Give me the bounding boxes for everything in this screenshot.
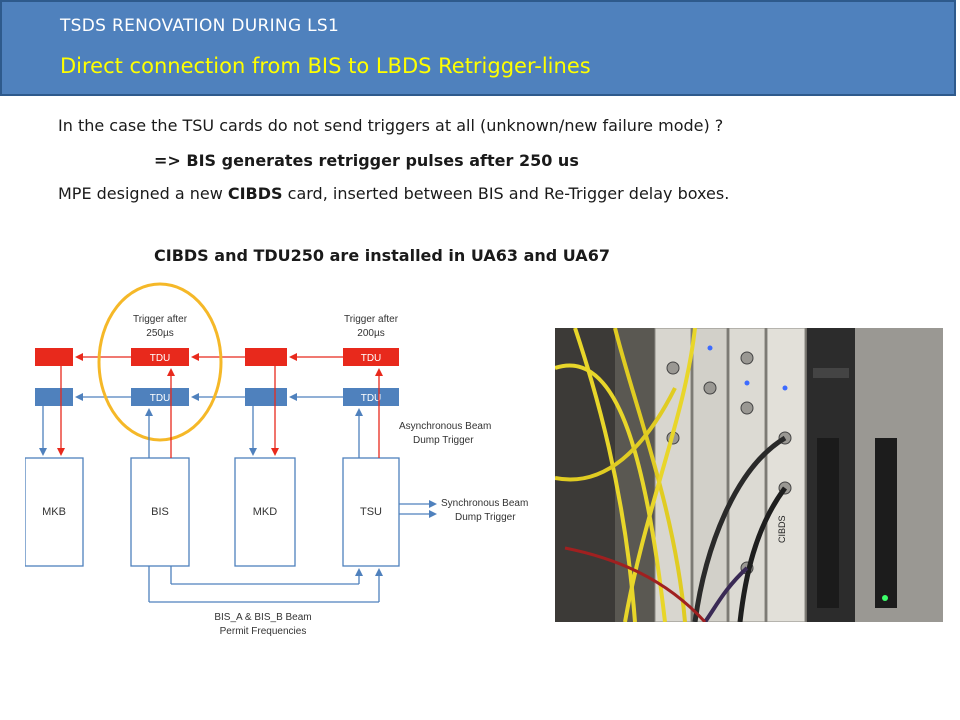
async-trigger-label-1: Asynchronous Beam [399, 421, 491, 432]
bis-box [130, 457, 190, 567]
tdu-red-label-1: TDU [150, 353, 171, 364]
tdu-red-label-2: TDU [361, 353, 382, 364]
cibds-card-label: CIBDS [777, 515, 787, 543]
body-line-cibds-pre: MPE designed a new [58, 184, 228, 203]
bis-label: BIS [151, 506, 169, 518]
mkd-label: MKD [253, 506, 278, 518]
trigger-250-label-1: Trigger after [133, 314, 188, 325]
tsu-box [342, 457, 400, 567]
mkb-label: MKB [42, 506, 66, 518]
body-line-answer: => BIS generates retrigger pulses after … [154, 151, 579, 170]
permit-label-2: Permit Frequencies [220, 626, 307, 637]
tdu-blue-label-2: TDU [361, 393, 382, 404]
trigger-200-label-2: 200µs [357, 328, 384, 339]
body-line-cibds-post: card, inserted between BIS and Re-Trigge… [282, 184, 730, 203]
slide-header: TSDS RENOVATION DURING LS1 Direct connec… [0, 0, 956, 96]
body-line-cibds-bold: CIBDS [227, 184, 283, 203]
async-trigger-label-2: Dump Trigger [413, 435, 474, 446]
tdu-red-box-4 [343, 348, 399, 366]
tdu-blue-label-1: TDU [150, 393, 171, 404]
tdu-blue-box-1 [35, 388, 73, 406]
trigger-diagram: TDU TDU TDU TDU Trigger after 250µs Trig… [25, 282, 528, 637]
trigger-200-label-1: Trigger after [344, 314, 399, 325]
slide-subtitle: Direct connection from BIS to LBDS Retri… [60, 54, 591, 78]
mkb-box [25, 457, 84, 567]
mkd-box [234, 457, 296, 567]
highlight-ellipse [97, 282, 223, 442]
body-line-cibds: MPE designed a new CIBDS card, inserted … [58, 184, 729, 203]
sync-trigger-label-1: Synchronous Beam [441, 498, 528, 509]
sync-trigger-label-2: Dump Trigger [455, 512, 516, 523]
tdu-blue-box-3 [245, 388, 287, 406]
tdu-red-box-3 [245, 348, 287, 366]
tdu-red-box-2 [131, 348, 189, 366]
trigger-250-label-2: 250µs [146, 328, 173, 339]
permit-label-1: BIS_A & BIS_B Beam [214, 612, 311, 623]
slide-title: TSDS RENOVATION DURING LS1 [60, 16, 340, 36]
body-line-installation: CIBDS and TDU250 are installed in UA63 a… [154, 246, 610, 265]
tdu-blue-box-2 [131, 388, 189, 406]
rack-photo-illustration: CIBDS [555, 328, 943, 622]
rack-photo: CIBDS [555, 328, 943, 622]
body-line-question: In the case the TSU cards do not send tr… [58, 116, 724, 135]
tdu-blue-box-4 [343, 388, 399, 406]
tdu-red-box-1 [35, 348, 73, 366]
tsu-label: TSU [360, 506, 382, 518]
